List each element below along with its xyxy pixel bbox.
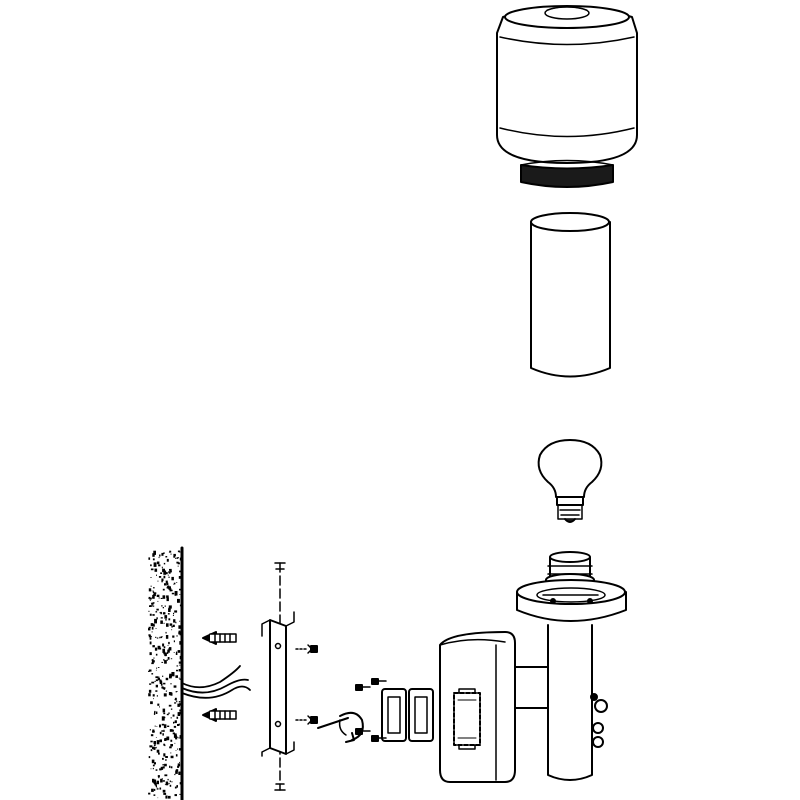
screw-icon [371, 735, 387, 742]
rotate-arrow-icon [317, 711, 364, 743]
inner-glass-tube [530, 212, 611, 378]
lamp-flange [516, 579, 627, 622]
mounting-bracket [261, 562, 295, 791]
concrete-texture [148, 550, 183, 799]
supply-cable [181, 665, 251, 699]
dowel-icon [202, 631, 237, 645]
wall [148, 546, 184, 800]
dowel-icon [202, 708, 237, 722]
wall-plugs [202, 631, 237, 722]
light-bulb [537, 439, 603, 523]
bracket-screws [295, 644, 318, 725]
junction-box [453, 688, 481, 750]
screw-icon [355, 684, 371, 691]
lamp-shade [496, 5, 638, 188]
gaskets [381, 688, 434, 742]
screw-icon [371, 678, 387, 685]
screw-icon [295, 644, 318, 654]
screw-icon [295, 715, 318, 725]
